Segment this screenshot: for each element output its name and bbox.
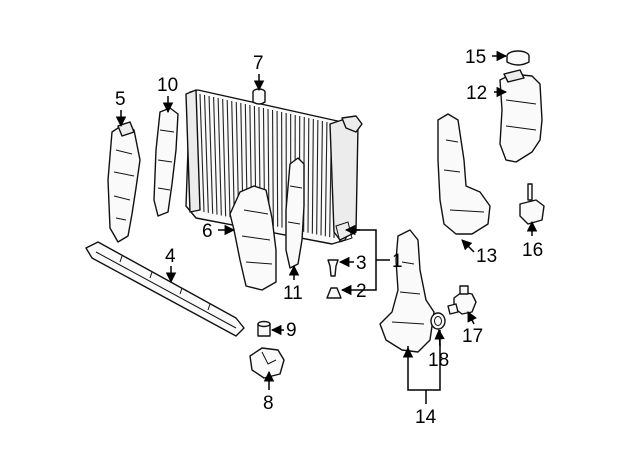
right-air-duct: [437, 113, 491, 235]
radiator-fin: [217, 97, 222, 216]
radiator-fin: [307, 117, 310, 233]
callout-13: 13: [476, 246, 497, 267]
radiator-fin: [324, 121, 328, 237]
callout-7: 7: [253, 53, 264, 74]
left-radiator-bracket: [153, 107, 179, 217]
radiator-fin: [316, 119, 319, 235]
radiator-fin: [231, 100, 235, 219]
callout-labels: 1 2 3 4 5 6 7 8 9 10 11 12 13 14 15 16 1…: [115, 47, 543, 428]
callout-12: 12: [466, 83, 487, 104]
radiator-fin: [208, 95, 214, 214]
callout-2: 2: [356, 281, 367, 302]
radiator-fin: [276, 110, 279, 227]
o-ring: [430, 312, 446, 330]
mounting-bolt: [327, 259, 339, 277]
callout-5: 5: [115, 89, 126, 110]
radiator-fin: [213, 96, 218, 215]
leader-lines: [115, 50, 538, 404]
callout-6: 6: [202, 221, 213, 242]
callout-17: 17: [462, 326, 483, 347]
hose-connector: [447, 285, 477, 315]
radiator-fin: [320, 120, 323, 236]
radiator-fin: [271, 109, 274, 226]
lower-air-deflector: [85, 241, 245, 337]
expansion-tank: [499, 69, 543, 163]
level-sensor: [519, 183, 545, 225]
radiator-fin: [226, 99, 231, 218]
callout-10: 10: [157, 75, 178, 96]
callout-4: 4: [165, 246, 176, 267]
radiator-fin: [222, 98, 227, 217]
expansion-tank-cap: [506, 50, 530, 66]
radiator-fin: [203, 94, 209, 213]
radiator-drain-plug: [252, 88, 266, 105]
callout-18: 18: [428, 350, 449, 371]
radiator-fin: [311, 118, 314, 234]
rubber-mount: [326, 287, 342, 299]
callout-11: 11: [283, 283, 303, 304]
callout-16: 16: [522, 240, 543, 261]
callout-15: 15: [465, 47, 486, 68]
callout-1: 1: [392, 251, 403, 272]
right-radiator-bracket: [285, 157, 305, 269]
radiator-fin: [199, 93, 205, 213]
callout-3: 3: [356, 253, 367, 274]
bushing: [257, 320, 271, 337]
callout-8: 8: [263, 393, 274, 414]
center-air-duct: [229, 185, 277, 291]
lower-right-duct: [379, 229, 435, 353]
callout-9: 9: [286, 320, 297, 341]
callout-14: 14: [415, 407, 437, 428]
left-air-duct: [107, 121, 141, 243]
lower-bracket: [249, 347, 285, 379]
